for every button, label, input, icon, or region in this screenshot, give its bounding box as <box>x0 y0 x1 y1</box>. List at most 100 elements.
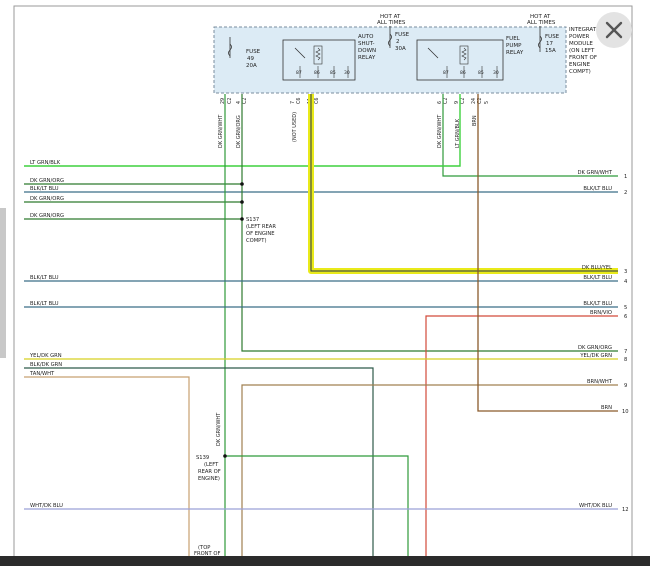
svg-text:DK BLU/YEL: DK BLU/YEL <box>582 265 612 271</box>
svg-text:24: 24 <box>471 98 477 104</box>
svg-text:TAN/WHT: TAN/WHT <box>29 371 55 377</box>
splice-dots <box>223 182 244 458</box>
svg-text:C2: C2 <box>460 98 466 104</box>
svg-text:17: 17 <box>546 41 553 47</box>
svg-text:ENGINE): ENGINE) <box>198 476 220 482</box>
svg-text:DK GRN/WHT: DK GRN/WHT <box>578 170 613 176</box>
svg-text:8: 8 <box>624 357 627 363</box>
svg-text:5: 5 <box>624 305 627 311</box>
svg-text:1: 1 <box>624 174 627 180</box>
svg-text:C6: C6 <box>296 98 302 104</box>
svg-text:FUSE: FUSE <box>395 32 410 38</box>
svg-text:ALL TIMES: ALL TIMES <box>527 20 556 26</box>
svg-text:20A: 20A <box>246 63 257 69</box>
svg-text:FUSE: FUSE <box>246 49 261 55</box>
svg-text:HOT AT: HOT AT <box>530 14 551 20</box>
svg-text:7: 7 <box>290 101 296 104</box>
svg-text:DK GRN/WHT: DK GRN/WHT <box>216 412 222 446</box>
ipm-title: INTEGRATED POWER MODULE (ON LEFT FRONT O… <box>569 27 604 75</box>
splice-s137-label: S137 (LEFT REAR OF ENGINE COMPT) <box>246 217 276 244</box>
svg-text:6: 6 <box>624 314 627 320</box>
svg-text:POWER: POWER <box>569 34 590 40</box>
fuel-pump-relay: 87 86 85 30 FUEL PUMP RELAY <box>416 36 524 81</box>
wire-10 <box>477 94 618 412</box>
svg-text:RELAY: RELAY <box>358 55 376 61</box>
svg-text:BRN/WHT: BRN/WHT <box>587 379 613 385</box>
svg-text:6: 6 <box>437 101 443 104</box>
svg-text:BLK/LT BLU: BLK/LT BLU <box>583 186 612 192</box>
svg-text:RELAY: RELAY <box>506 50 524 56</box>
svg-text:(TOP: (TOP <box>198 545 210 551</box>
svg-text:4: 4 <box>236 101 242 104</box>
svg-text:COMPT): COMPT) <box>246 238 267 244</box>
svg-text:10: 10 <box>622 409 629 415</box>
svg-text:WHT/DK BLU: WHT/DK BLU <box>579 503 612 509</box>
svg-text:30: 30 <box>493 70 499 76</box>
svg-text:5: 5 <box>484 101 490 104</box>
wire-3 <box>310 94 618 272</box>
wire-7 <box>241 94 618 352</box>
svg-text:87: 87 <box>443 70 449 76</box>
fuse-49: FUSE 49 20A <box>228 37 261 69</box>
svg-text:COMPT): COMPT) <box>569 69 591 75</box>
svg-text:FUSE: FUSE <box>545 34 560 40</box>
svg-text:29: 29 <box>220 98 226 104</box>
svg-text:DK GRN/ORG: DK GRN/ORG <box>30 213 64 219</box>
wire-1 <box>442 94 618 177</box>
svg-text:15A: 15A <box>545 48 556 54</box>
svg-text:REAR OF: REAR OF <box>198 469 221 475</box>
svg-text:9: 9 <box>624 383 627 389</box>
svg-text:BLK/LT BLU: BLK/LT BLU <box>583 275 612 281</box>
svg-text:FRONT OF: FRONT OF <box>569 55 597 61</box>
svg-text:S139: S139 <box>196 455 209 461</box>
hot-at-all-times-1: HOT AT ALL TIMES <box>377 14 406 26</box>
svg-text:FRONT OF: FRONT OF <box>194 551 220 557</box>
svg-text:C2: C2 <box>242 98 248 104</box>
svg-text:87: 87 <box>296 70 302 76</box>
svg-text:12: 12 <box>622 507 629 513</box>
left-wire-labels: LT GRN/BLK DK GRN/ORG BLK/LT BLU DK GRN/… <box>29 160 64 509</box>
viewer-toolbar[interactable] <box>0 556 650 566</box>
splice-s139-label: S139 (LEFT REAR OF ENGINE) <box>196 455 221 482</box>
svg-text:S137: S137 <box>246 217 259 223</box>
close-button[interactable] <box>596 12 632 48</box>
svg-text:C2: C2 <box>227 98 233 104</box>
svg-text:HOT AT: HOT AT <box>380 14 401 20</box>
svg-text:WHT/DK BLU: WHT/DK BLU <box>30 503 63 509</box>
wire-lt-grn-blk <box>24 94 461 167</box>
svg-text:(ON LEFT: (ON LEFT <box>569 48 595 54</box>
svg-text:(LEFT REAR: (LEFT REAR <box>246 224 276 230</box>
svg-text:DK GRN/ORG: DK GRN/ORG <box>30 178 64 184</box>
page-scrollbar[interactable] <box>0 208 6 358</box>
svg-text:7: 7 <box>624 349 627 355</box>
svg-text:DK GRN/ORG: DK GRN/ORG <box>30 196 64 202</box>
svg-text:BRN/VIO: BRN/VIO <box>590 310 612 316</box>
svg-text:BLK/LT BLU: BLK/LT BLU <box>30 186 59 192</box>
svg-text:INTEGRATED: INTEGRATED <box>569 27 604 33</box>
svg-text:DK GRN/ORG: DK GRN/ORG <box>578 345 612 351</box>
svg-text:YEL/DK GRN: YEL/DK GRN <box>29 353 62 359</box>
svg-text:YEL/DK GRN: YEL/DK GRN <box>579 353 612 359</box>
fuse-2: FUSE 2 30A <box>388 26 410 52</box>
svg-text:DK GRN/ORG: DK GRN/ORG <box>236 115 242 148</box>
bottom-note: (TOP FRONT OF <box>194 545 220 557</box>
svg-text:MODULE: MODULE <box>569 41 593 47</box>
right-wire-labels: DK GRN/WHT BLK/LT BLU DK BLU/YEL BLK/LT … <box>578 170 613 509</box>
svg-text:DOWN: DOWN <box>358 48 376 54</box>
svg-text:4: 4 <box>624 279 628 285</box>
svg-text:ALL TIMES: ALL TIMES <box>377 20 406 26</box>
svg-text:LT GRN/BLK: LT GRN/BLK <box>30 160 61 166</box>
svg-text:C2: C2 <box>477 98 483 104</box>
svg-text:85: 85 <box>330 70 336 76</box>
svg-text:AUTO: AUTO <box>358 34 374 40</box>
svg-text:C6: C6 <box>314 98 320 104</box>
svg-text:DK GRN/WHT: DK GRN/WHT <box>218 114 224 148</box>
auto-shutdown-relay: 87 86 85 30 AUTO SHUT- DOWN RELAY <box>282 34 376 81</box>
svg-text:BLK/LT BLU: BLK/LT BLU <box>583 301 612 307</box>
svg-text:OF ENGINE: OF ENGINE <box>246 231 275 237</box>
right-wire-numbers: 1 2 3 4 5 6 7 8 9 10 12 <box>622 174 629 513</box>
wire-9 <box>241 384 618 558</box>
svg-text:2: 2 <box>624 190 627 196</box>
svg-text:49: 49 <box>247 56 254 62</box>
